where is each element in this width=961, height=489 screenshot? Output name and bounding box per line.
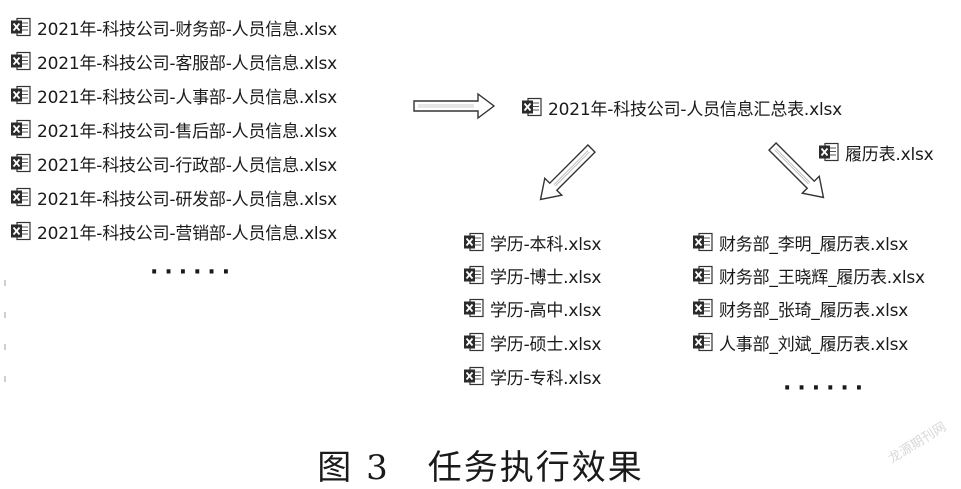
excel-file-icon (818, 142, 840, 162)
file-name: 2021年-科技公司-售后部-人员信息.xlsx (37, 121, 337, 142)
figure-title: 任务执行效果 (427, 448, 644, 488)
excel-file-icon (692, 265, 714, 285)
excel-file-icon (10, 51, 32, 71)
file-item[interactable]: 财务部_张琦_履历表.xlsx (692, 296, 909, 321)
file-item[interactable]: 2021年-科技公司-财务部-人员信息.xlsx (10, 15, 337, 40)
excel-file-icon (463, 332, 485, 352)
file-item[interactable]: 学历-高中.xlsx (463, 296, 602, 321)
file-item[interactable]: 财务部_王晓辉_履历表.xlsx (692, 263, 925, 288)
split-by-person-arrow-icon (768, 142, 825, 199)
excel-file-icon (10, 85, 32, 105)
scan-mark (4, 376, 6, 382)
file-item[interactable]: 学历-博士.xlsx (463, 263, 602, 288)
figure-number: 图 3 (317, 448, 390, 488)
split-by-education-arrow-icon (539, 144, 596, 201)
merge-arrow-icon (413, 92, 496, 120)
file-name: 财务部_王晓辉_履历表.xlsx (719, 267, 925, 288)
excel-file-icon (692, 232, 714, 252)
file-name: 学历-本科.xlsx (490, 234, 602, 255)
excel-file-icon (10, 221, 32, 241)
file-name: 2021年-科技公司-研发部-人员信息.xlsx (37, 189, 337, 210)
summary-file[interactable]: 2021年-科技公司-人员信息汇总表.xlsx (521, 95, 843, 120)
file-item[interactable]: 2021年-科技公司-营销部-人员信息.xlsx (10, 219, 337, 244)
file-item[interactable]: 学历-硕士.xlsx (463, 330, 602, 355)
file-item[interactable]: 2021年-科技公司-客服部-人员信息.xlsx (10, 49, 337, 74)
excel-file-icon (10, 153, 32, 173)
excel-file-icon (463, 366, 485, 386)
figure-caption: 图 3 任务执行效果 (0, 440, 961, 489)
excel-file-icon (463, 298, 485, 318)
file-item[interactable]: 2021年-科技公司-人事部-人员信息.xlsx (10, 83, 337, 108)
file-name: 财务部_张琦_履历表.xlsx (719, 300, 909, 321)
file-item[interactable]: 学历-本科.xlsx (463, 230, 602, 255)
scan-mark (4, 312, 6, 318)
file-name: 学历-博士.xlsx (490, 267, 602, 288)
more-files-ellipsis: ······ (783, 376, 870, 401)
file-name: 2021年-科技公司-财务部-人员信息.xlsx (37, 19, 337, 40)
file-name: 人事部_刘斌_履历表.xlsx (719, 334, 909, 355)
excel-file-icon (692, 298, 714, 318)
file-name: 学历-高中.xlsx (490, 300, 602, 321)
file-item[interactable]: 2021年-科技公司-研发部-人员信息.xlsx (10, 185, 337, 210)
excel-file-icon (692, 332, 714, 352)
file-name: 2021年-科技公司-人事部-人员信息.xlsx (37, 87, 337, 108)
excel-file-icon (10, 17, 32, 37)
file-name: 2021年-科技公司-营销部-人员信息.xlsx (37, 223, 337, 244)
scan-mark (4, 344, 6, 350)
excel-file-icon (463, 265, 485, 285)
file-name: 履历表.xlsx (845, 144, 934, 165)
excel-file-icon (10, 119, 32, 139)
more-files-ellipsis: ······ (150, 260, 237, 285)
file-name: 学历-硕士.xlsx (490, 334, 602, 355)
excel-file-icon (521, 97, 543, 117)
file-name: 2021年-科技公司-人员信息汇总表.xlsx (548, 99, 843, 120)
excel-file-icon (463, 232, 485, 252)
file-item[interactable]: 财务部_李明_履历表.xlsx (692, 230, 909, 255)
file-name: 2021年-科技公司-行政部-人员信息.xlsx (37, 155, 337, 176)
file-name: 学历-专科.xlsx (490, 368, 602, 389)
file-name: 2021年-科技公司-客服部-人员信息.xlsx (37, 53, 337, 74)
file-item[interactable]: 2021年-科技公司-售后部-人员信息.xlsx (10, 117, 337, 142)
scan-mark (4, 280, 6, 286)
file-name: 财务部_李明_履历表.xlsx (719, 234, 909, 255)
file-item[interactable]: 学历-专科.xlsx (463, 364, 602, 389)
resume-file[interactable]: 履历表.xlsx (818, 140, 934, 165)
file-item[interactable]: 人事部_刘斌_履历表.xlsx (692, 330, 909, 355)
excel-file-icon (10, 187, 32, 207)
file-item[interactable]: 2021年-科技公司-行政部-人员信息.xlsx (10, 151, 337, 176)
